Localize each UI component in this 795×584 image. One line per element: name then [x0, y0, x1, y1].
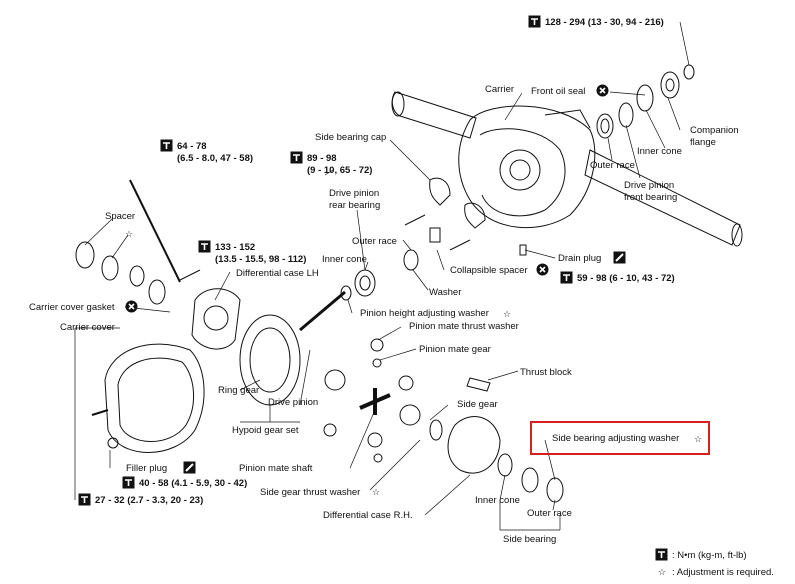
label-inner-cone-top: Inner cone [637, 146, 682, 157]
label-drive-pinion-front-bearing-1: Drive pinion [624, 180, 675, 191]
torque-spec-companion-nut: 128 - 294 (13 - 30, 94 - 216) [545, 17, 664, 28]
label-filler-plug: Filler plug [126, 463, 168, 474]
label-side-gear-thrust-washer: Side gear thrust washer [260, 487, 361, 498]
highlight-box [530, 421, 710, 455]
label-spacer: Spacer [105, 211, 136, 222]
label-drain-plug: Drain plug [558, 253, 602, 264]
torque-spec-ring-gear-bolt-b: (13.5 - 15.5, 98 - 112) [215, 254, 307, 265]
drive-pinion-bearings [299, 249, 419, 332]
label-collapsible-spacer: Collapsible spacer [450, 265, 528, 276]
do-not-reuse-icon [125, 300, 138, 313]
torque-spec-filler-plug: 40 - 58 (4.1 - 5.9, 30 - 42) [139, 478, 248, 489]
sealant-icon [613, 251, 626, 264]
label-outer-race-mid: Outer race [352, 236, 397, 247]
torque-wrench-icon [122, 476, 135, 489]
torque-spec-cap-bolt-b: (9 - 10, 65 - 72) [307, 165, 373, 176]
torque-wrench-icon [290, 151, 303, 164]
label-companion-flange-2: flange [690, 137, 716, 148]
label-side-gear: Side gear [457, 399, 498, 410]
label-thrust-block: Thrust block [520, 367, 572, 378]
carrier-housing [391, 91, 743, 247]
side-bearing-caps [404, 177, 527, 256]
label-front-oil-seal: Front oil seal [531, 86, 586, 97]
torque-spec-cover-bolt-b: (6.5 - 8.0, 47 - 58) [177, 153, 254, 164]
label-pinion-mate-thrust-washer: Pinion mate thrust washer [409, 321, 519, 332]
left-parts [75, 179, 201, 305]
companion-flange-stack [596, 64, 695, 139]
legend-adjustment: : Adjustment is required. [672, 567, 774, 578]
torque-spec-ring-gear-bolt-a: 133 - 152 [215, 242, 256, 253]
label-inner-cone-mid: Inner cone [322, 254, 367, 265]
leader-lines [74, 21, 690, 531]
differential-internals [323, 338, 564, 503]
torque-wrench-icon [160, 139, 173, 152]
label-carrier: Carrier [485, 84, 515, 95]
adjustment-star: ☆ [125, 229, 134, 239]
label-drive-pinion-front-bearing-2: front bearing [624, 192, 678, 203]
torque-spec-cover-bolt-a: 64 - 78 [177, 141, 207, 152]
label-carrier-cover-gasket: Carrier cover gasket [29, 302, 115, 313]
sealant-icon [183, 461, 196, 474]
do-not-reuse-icon [536, 263, 549, 276]
label-differential-case-lh: Differential case LH [236, 268, 319, 279]
label-differential-case-rh: Differential case R.H. [323, 510, 413, 521]
label-hypoid-gear-set: Hypoid gear set [232, 425, 299, 436]
label-drive-pinion: Drive pinion [268, 397, 319, 408]
label-side-bearing-adjusting-washer: Side bearing adjusting washer [552, 433, 680, 444]
torque-spec-cap-bolt-a: 89 - 98 [307, 153, 337, 164]
label-pinion-mate-shaft: Pinion mate shaft [239, 463, 313, 474]
torque-wrench-icon [528, 15, 541, 28]
label-washer: Washer [429, 287, 462, 298]
differential-case-lh [191, 288, 241, 350]
do-not-reuse-icon [596, 84, 609, 97]
torque-spec-drain-plug: 59 - 98 (6 - 10, 43 - 72) [577, 273, 675, 284]
torque-wrench-icon [198, 240, 211, 253]
label-outer-race-top: Outer race [590, 160, 635, 171]
adjustment-star: ☆ [372, 487, 381, 497]
label-drive-pinion-rear-bearing-2: rear bearing [329, 200, 381, 211]
adjustment-star: ☆ [694, 434, 703, 444]
label-outer-race-bottom: Outer race [527, 508, 572, 519]
label-carrier-cover: Carrier cover [60, 322, 115, 333]
label-side-bearing-cap: Side bearing cap [315, 132, 387, 143]
carrier-cover [91, 343, 205, 453]
torque-wrench-icon [655, 548, 668, 561]
label-inner-cone-bottom: Inner cone [475, 495, 520, 506]
label-drive-pinion-rear-bearing-1: Drive pinion [329, 188, 380, 199]
legend-torque-unit: : N•m (kg-m, ft-lb) [672, 550, 747, 561]
label-companion-flange-1: Companion [690, 125, 739, 136]
legend-star: ☆ [658, 567, 667, 577]
adjustment-star: ☆ [503, 309, 512, 319]
label-pinion-mate-gear: Pinion mate gear [419, 344, 491, 355]
torque-wrench-icon [560, 271, 573, 284]
torque-spec-cover-stud: 27 - 32 (2.7 - 3.3, 20 - 23) [95, 495, 204, 506]
torque-wrench-icon [78, 493, 91, 506]
label-ring-gear: Ring gear [218, 385, 260, 396]
label-side-bearing: Side bearing [503, 534, 557, 545]
label-pinion-height-adjusting-washer: Pinion height adjusting washer [360, 308, 489, 319]
